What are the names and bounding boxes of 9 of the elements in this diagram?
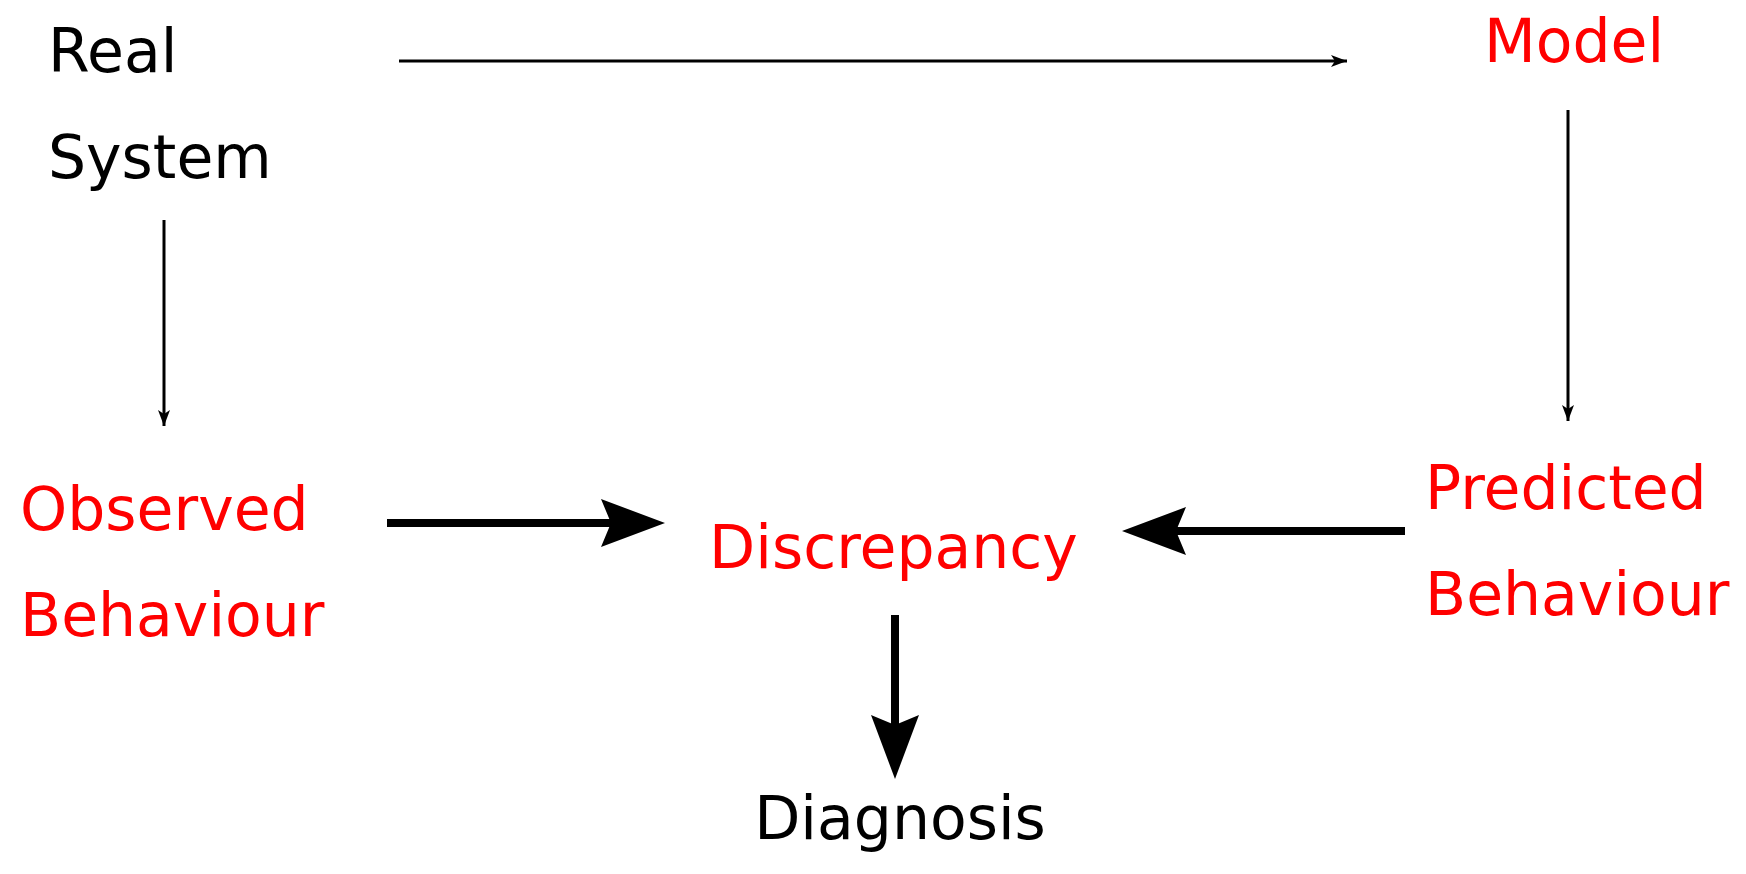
node-label: Diagnosis xyxy=(753,782,1047,855)
node-label: Discrepancy xyxy=(708,511,1079,584)
arrow xyxy=(1562,110,1574,421)
node-label: Real System xyxy=(48,15,273,194)
node-label: Predicted Behaviour xyxy=(1425,452,1731,631)
node-label: Model xyxy=(1484,5,1666,78)
arrow xyxy=(158,220,170,426)
arrow xyxy=(399,55,1347,67)
node-label: Observed Behaviour xyxy=(20,473,326,652)
